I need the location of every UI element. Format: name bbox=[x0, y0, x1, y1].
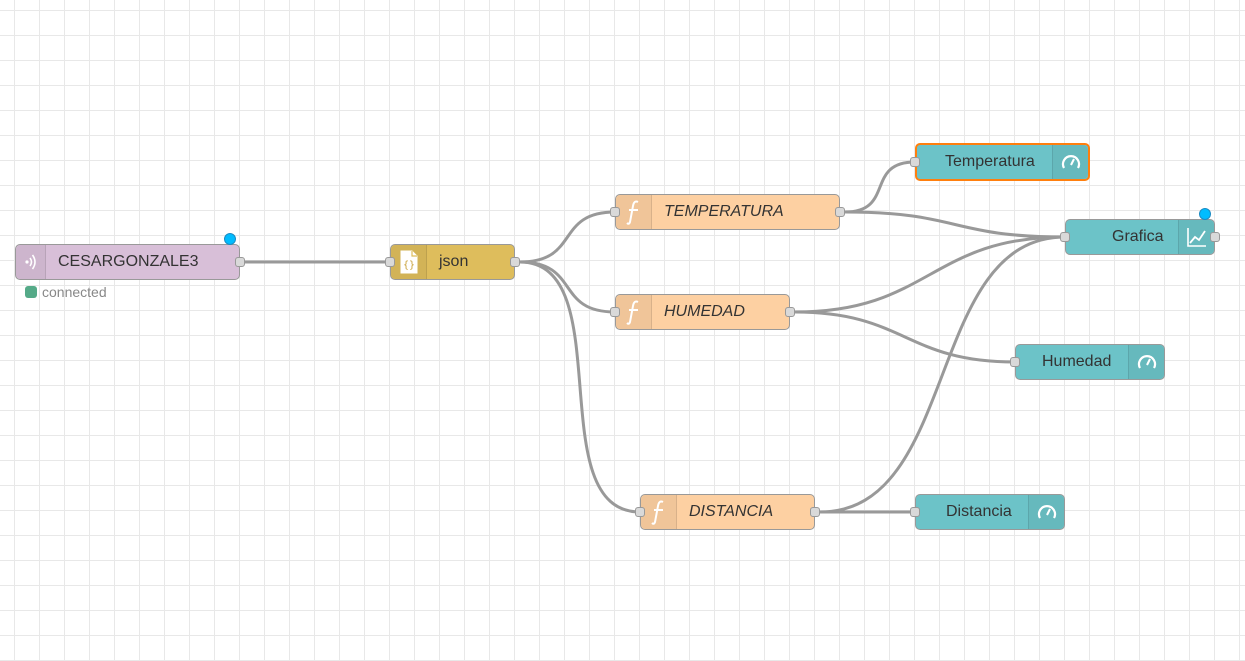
json-label: json bbox=[439, 253, 469, 270]
output-port[interactable] bbox=[835, 207, 845, 217]
node-status: connected bbox=[25, 284, 107, 300]
chart-node-grafica[interactable]: Grafica bbox=[1060, 219, 1220, 255]
input-port[interactable] bbox=[610, 207, 620, 217]
input-port[interactable] bbox=[385, 257, 395, 267]
gauge-icon bbox=[1052, 145, 1088, 179]
function-icon bbox=[641, 495, 677, 529]
json-node[interactable]: {} json bbox=[385, 244, 520, 280]
output-port[interactable] bbox=[785, 307, 795, 317]
wire-json-distancia[interactable] bbox=[519, 260, 641, 514]
input-port[interactable] bbox=[635, 507, 645, 517]
gauge-icon bbox=[1028, 495, 1064, 529]
input-port[interactable] bbox=[910, 157, 920, 167]
gauge-node-humedad[interactable]: Humedad bbox=[1010, 344, 1165, 380]
input-port[interactable] bbox=[610, 307, 620, 317]
function-icon bbox=[616, 295, 652, 329]
status-dot-icon bbox=[25, 286, 37, 298]
mqtt-icon bbox=[16, 245, 46, 279]
changed-indicator bbox=[224, 233, 236, 245]
status-text: connected bbox=[42, 284, 107, 300]
gauge-label: Humedad bbox=[1042, 353, 1112, 370]
gauge-icon bbox=[1128, 345, 1164, 379]
gauge-label: Distancia bbox=[946, 503, 1012, 520]
wire-temperatura-grafica[interactable] bbox=[844, 210, 1066, 239]
input-port[interactable] bbox=[910, 507, 920, 517]
function-label: TEMPERATURA bbox=[664, 203, 784, 220]
output-port[interactable] bbox=[810, 507, 820, 517]
svg-text:{}: {} bbox=[402, 260, 414, 271]
input-port[interactable] bbox=[1010, 357, 1020, 367]
chart-label: Grafica bbox=[1112, 228, 1164, 245]
function-icon bbox=[616, 195, 652, 229]
function-node-humedad[interactable]: HUMEDAD bbox=[610, 294, 795, 330]
wire-humedad-grafica[interactable] bbox=[794, 235, 1066, 314]
output-port[interactable] bbox=[235, 257, 245, 267]
input-port[interactable] bbox=[1060, 232, 1070, 242]
json-icon: {} bbox=[391, 245, 427, 279]
wire-humedad-gauge[interactable] bbox=[794, 310, 1016, 364]
changed-indicator bbox=[1199, 208, 1211, 220]
mqtt-in-label: CESARGONZALE3 bbox=[58, 253, 199, 270]
function-node-distancia[interactable]: DISTANCIA bbox=[635, 494, 820, 530]
function-label: DISTANCIA bbox=[689, 503, 774, 520]
output-port[interactable] bbox=[1210, 232, 1220, 242]
wire-json-temperatura[interactable] bbox=[519, 210, 616, 264]
mqtt-in-node[interactable]: CESARGONZALE3 bbox=[15, 244, 245, 280]
gauge-label: Temperatura bbox=[945, 153, 1035, 170]
wire-distancia-grafica[interactable] bbox=[819, 235, 1066, 514]
output-port[interactable] bbox=[510, 257, 520, 267]
function-label: HUMEDAD bbox=[664, 303, 745, 320]
wire-temperatura-gauge[interactable] bbox=[844, 160, 916, 214]
chart-icon bbox=[1178, 220, 1214, 254]
gauge-node-temperatura[interactable]: Temperatura bbox=[910, 143, 1090, 181]
gauge-node-distancia[interactable]: Distancia bbox=[910, 494, 1065, 530]
function-node-temperatura[interactable]: TEMPERATURA bbox=[610, 194, 845, 230]
